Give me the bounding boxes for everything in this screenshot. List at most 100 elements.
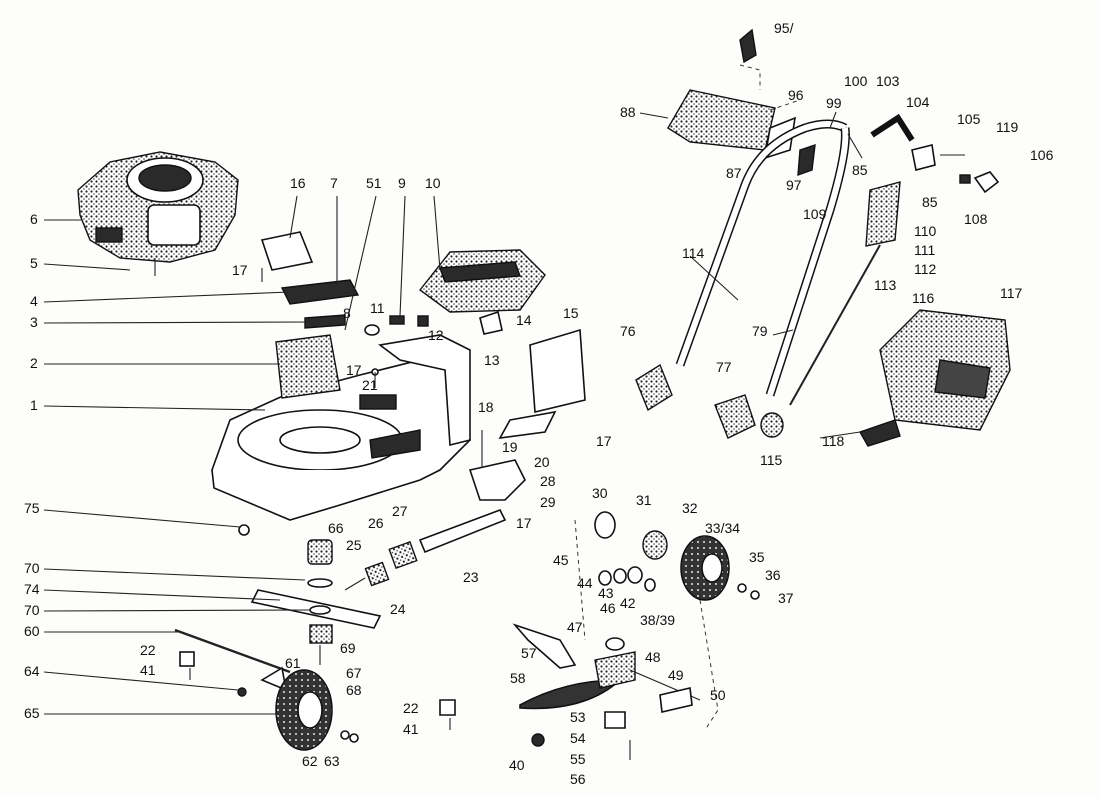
- callout-label-2: 2: [30, 355, 38, 371]
- callout-label-18: 18: [478, 399, 494, 415]
- callout-label-40: 40: [509, 757, 525, 773]
- callout-label-17a: 17: [232, 262, 248, 278]
- callout-label-3: 3: [30, 314, 38, 330]
- callout-label-22a: 22: [140, 642, 156, 658]
- callout-label-106: 106: [1030, 147, 1054, 163]
- front-axle-assembly: [344, 508, 507, 591]
- callout-label-16: 16: [290, 175, 306, 191]
- callout-label-60: 60: [24, 623, 40, 639]
- callout-label-70a: 70: [24, 560, 40, 576]
- callout-label-119: 119: [996, 119, 1019, 135]
- callout-label-46: 46: [600, 600, 616, 616]
- callout-label-69: 69: [340, 640, 356, 656]
- callout-label-79: 79: [752, 323, 768, 339]
- callout-label-113: 113: [874, 277, 897, 293]
- deck-small-parts: [260, 231, 360, 399]
- callout-label-1: 1: [30, 397, 38, 413]
- callout-label-55: 55: [570, 751, 586, 767]
- callout-label-35: 35: [749, 549, 765, 565]
- callout-label-117: 117: [1000, 285, 1023, 301]
- callout-label-87: 87: [726, 165, 742, 181]
- mower-deck: [211, 334, 471, 521]
- callout-label-68: 68: [346, 682, 362, 698]
- height-adjust-bracket: [468, 430, 526, 501]
- callout-label-95a: 95/: [774, 20, 794, 36]
- callout-label-17b: 17: [346, 362, 362, 378]
- callout-label-58: 58: [510, 670, 526, 686]
- callout-label-22b: 22: [403, 700, 419, 716]
- callout-label-32: 32: [682, 500, 698, 516]
- rear-axle: [174, 628, 291, 692]
- callout-label-108: 108: [964, 211, 988, 227]
- callout-label-41b: 41: [403, 721, 419, 737]
- callout-label-116: 116: [912, 290, 935, 306]
- leader-lines: [43, 111, 863, 715]
- callout-label-4: 4: [30, 293, 38, 309]
- callout-label-43: 43: [598, 585, 614, 601]
- rear-wheel: [237, 669, 359, 751]
- callout-label-100: 100: [844, 73, 868, 89]
- callout-label-57: 57: [521, 645, 537, 661]
- callout-label-10: 10: [425, 175, 441, 191]
- callout-label-11: 11: [370, 300, 385, 316]
- callout-label-99: 99: [826, 95, 842, 111]
- callout-label-36: 36: [765, 567, 781, 583]
- callout-label-54: 54: [570, 730, 586, 746]
- callout-label-8: 8: [343, 305, 351, 321]
- callout-label-75: 75: [24, 500, 40, 516]
- callout-label-88: 88: [620, 104, 636, 120]
- callout-label-74: 74: [24, 581, 40, 597]
- callout-label-27: 27: [392, 503, 408, 519]
- callout-label-104: 104: [906, 94, 930, 110]
- misc-fasteners: [238, 310, 503, 536]
- lower-clip: [439, 699, 456, 730]
- callout-label-111: 111: [914, 242, 935, 258]
- callout-label-37: 37: [778, 590, 794, 606]
- callout-label-3334: 33/34: [705, 520, 740, 536]
- callout-label-50: 50: [710, 687, 726, 703]
- callout-label-115: 115: [760, 452, 783, 468]
- callout-label-53: 53: [570, 709, 586, 725]
- callout-label-7: 7: [330, 175, 338, 191]
- callout-label-24: 24: [390, 601, 406, 617]
- callout-label-48: 48: [645, 649, 661, 665]
- callout-label-25: 25: [346, 537, 362, 553]
- callout-label-6: 6: [30, 211, 38, 227]
- callout-label-17c: 17: [596, 433, 612, 449]
- callout-label-114: 114: [682, 245, 705, 261]
- front-wheel-group: [594, 511, 760, 601]
- callout-label-109: 109: [803, 206, 827, 222]
- callout-label-29: 29: [540, 494, 556, 510]
- callout-label-44: 44: [577, 575, 593, 591]
- callout-label-61: 61: [285, 655, 301, 671]
- callout-label-20: 20: [534, 454, 550, 470]
- callout-label-67: 67: [346, 665, 362, 681]
- callout-label-96: 96: [788, 87, 804, 103]
- handle-grips: [635, 363, 784, 439]
- callout-label-19: 19: [502, 439, 518, 455]
- engine: [77, 151, 239, 276]
- callout-label-66: 66: [328, 520, 344, 536]
- callout-label-65: 65: [24, 705, 40, 721]
- callout-label-41a: 41: [140, 662, 156, 678]
- callout-label-51: 51: [366, 175, 382, 191]
- callout-label-28: 28: [540, 473, 556, 489]
- callout-label-9: 9: [398, 175, 406, 191]
- callout-label-31: 31: [636, 492, 652, 508]
- handle-bar: [675, 113, 915, 406]
- callout-label-26: 26: [368, 515, 384, 531]
- callout-label-3839: 38/39: [640, 612, 675, 628]
- callout-label-12: 12: [428, 327, 444, 343]
- callout-label-64: 64: [24, 663, 40, 679]
- callout-label-14: 14: [516, 312, 532, 328]
- callout-label-63: 63: [324, 753, 340, 769]
- callout-label-77: 77: [716, 359, 732, 375]
- callout-label-21: 21: [362, 377, 378, 393]
- callout-label-62: 62: [302, 753, 318, 769]
- callout-label-97: 97: [786, 177, 802, 193]
- callout-label-70b: 70: [24, 602, 40, 618]
- callout-label-42: 42: [620, 595, 636, 611]
- callout-label-15: 15: [563, 305, 579, 321]
